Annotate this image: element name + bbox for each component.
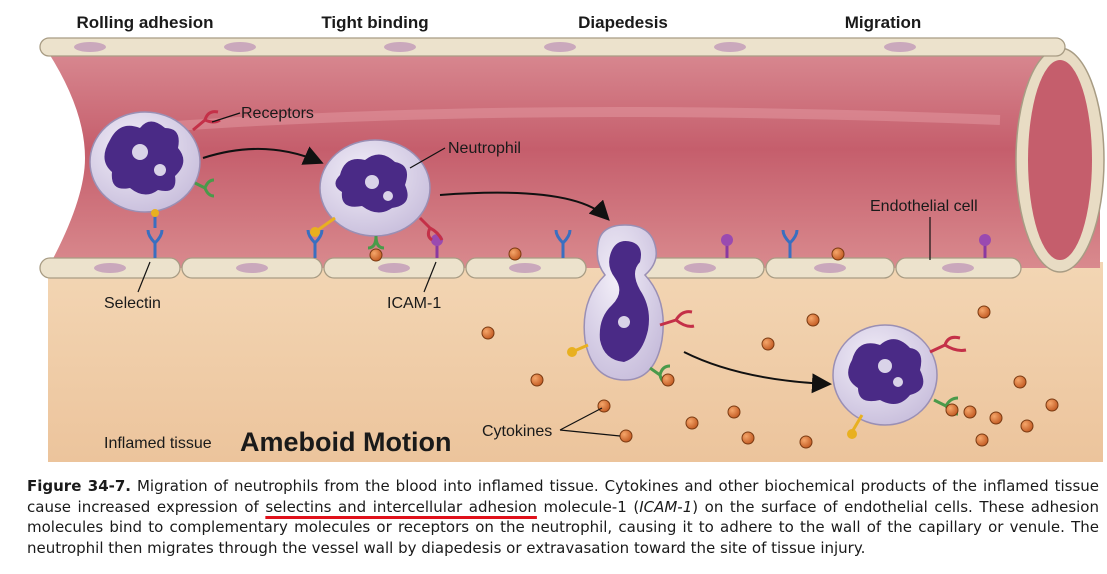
label-inflamed-tissue: Inflamed tissue <box>104 435 212 452</box>
stage-rolling-adhesion: Rolling adhesion <box>77 13 214 32</box>
cytokines-wall <box>369 247 845 262</box>
caption-icam-italic: ICAM-1 <box>639 497 693 516</box>
figure-caption: Figure 34-7. Migration of neutrophils fr… <box>27 476 1099 558</box>
stage-tight-binding: Tight binding <box>321 13 428 32</box>
neutrophil-diapedesis <box>567 224 695 386</box>
caption-text-part-2: molecule-1 ( <box>543 497 640 516</box>
label-endothelial-cell: Endothelial cell <box>870 198 978 215</box>
neutrophil-migration-diagram: Rolling adhesion Tight binding Diapedesi… <box>39 13 1105 462</box>
upper-endothelial-wall <box>39 37 1066 57</box>
caption-figure-number: Figure 34-7. <box>27 477 132 495</box>
label-selectin: Selectin <box>104 295 161 312</box>
caption-highlighted-phrase: selectins and intercellular adhesion <box>265 497 537 516</box>
migration-arrows <box>202 146 832 394</box>
neutrophil-tight-binding <box>310 139 444 250</box>
leader-lines <box>137 112 931 437</box>
label-receptors: Receptors <box>241 105 314 122</box>
neutrophil-rolling <box>89 110 221 228</box>
endothelial-icam <box>431 234 991 258</box>
lower-endothelial-wall <box>39 257 1022 279</box>
label-cytokines: Cytokines <box>482 423 552 440</box>
label-neutrophil: Neutrophil <box>448 140 521 157</box>
stage-diapedesis: Diapedesis <box>578 13 668 32</box>
blood-vessel <box>48 47 1105 273</box>
cytokines-tissue <box>481 305 1059 449</box>
label-icam-1: ICAM-1 <box>387 295 441 312</box>
stage-migration: Migration <box>845 13 922 32</box>
endothelial-selectins <box>146 229 799 258</box>
caption-text-part-3: ) on the surface of endothelial cells. T… <box>27 497 1099 557</box>
label-ameboid-motion: Ameboid Motion <box>240 427 451 457</box>
caption-text-part-1: Migration of neutrophils from the blood … <box>27 477 1099 516</box>
